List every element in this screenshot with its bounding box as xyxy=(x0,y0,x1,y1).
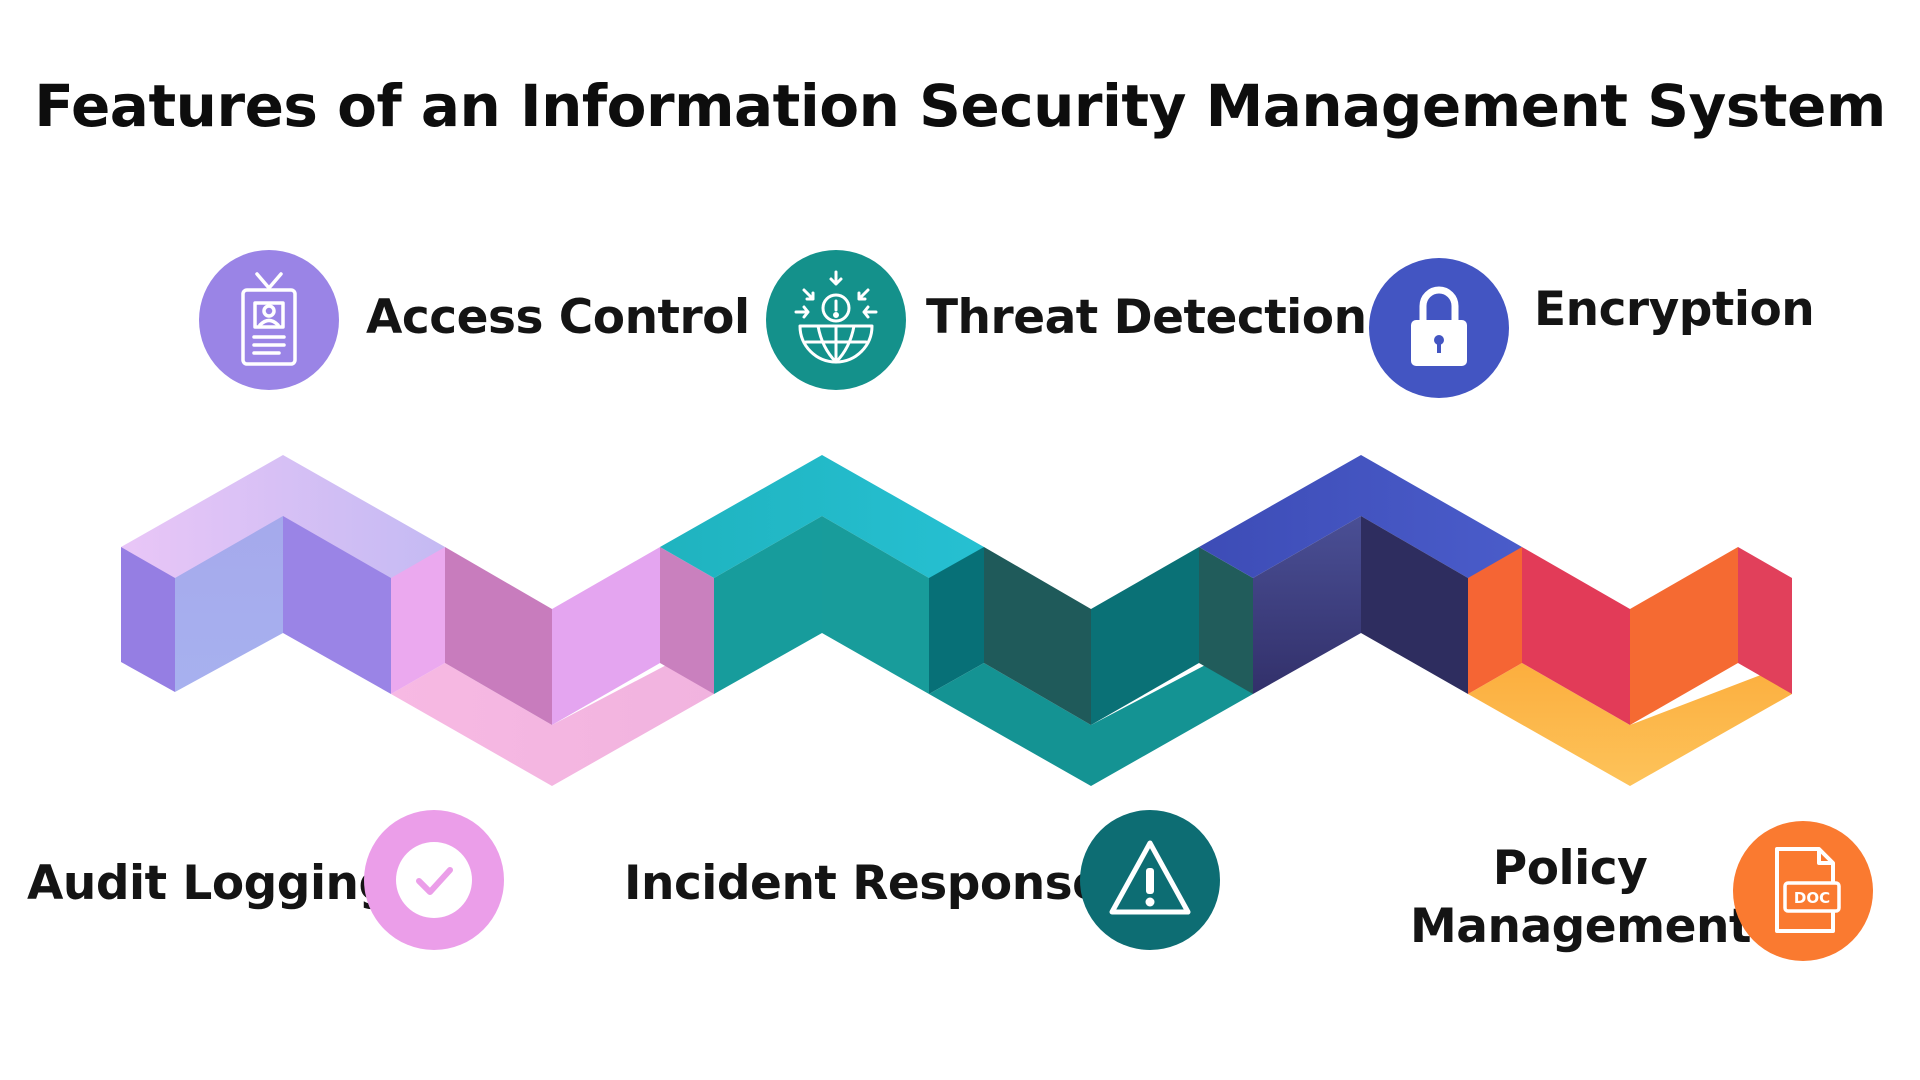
page-title: Features of an Information Security Mana… xyxy=(34,72,1886,140)
segment-4-bottom xyxy=(929,640,1253,786)
threat-detection-label: Threat Detection xyxy=(926,290,1367,345)
incident-response-label: Incident Response xyxy=(624,856,1104,911)
segment-2-right xyxy=(552,547,660,725)
audit-logging-icon xyxy=(364,810,504,950)
policy-management-label-line2: Management xyxy=(1410,899,1751,954)
segment-6-right xyxy=(1630,547,1738,725)
policy-management-label-line1: Policy xyxy=(1492,841,1648,896)
segment-3-top xyxy=(660,455,984,640)
access-control-label: Access Control xyxy=(366,290,750,345)
segment-2-right-edge xyxy=(660,547,714,694)
segment-5-front xyxy=(1253,516,1361,694)
audit-logging-label: Audit Logging xyxy=(27,856,392,911)
segment-5-right xyxy=(1361,516,1468,694)
segment-2-left-edge xyxy=(391,547,445,694)
segment-6-left xyxy=(1522,547,1630,725)
segment-1-left-side xyxy=(121,547,175,692)
segment-4-left xyxy=(984,547,1091,725)
segment-3-right xyxy=(822,516,929,694)
segment-6-end xyxy=(1738,547,1792,694)
segment-4-right xyxy=(1091,547,1199,725)
segment-2-bottom xyxy=(391,640,714,786)
segment-3-front xyxy=(714,516,822,694)
segment-6-left-edge xyxy=(1468,547,1522,694)
segment-2-left xyxy=(445,547,552,725)
policy-management-label: Policy Management xyxy=(1410,840,1751,956)
access-control-icon xyxy=(199,250,339,390)
segment-1-right xyxy=(283,516,391,694)
segment-4-right-edge xyxy=(1199,547,1253,694)
segment-6-bottom xyxy=(1468,663,1792,786)
policy-management-icon: DOC xyxy=(1733,821,1873,961)
incident-response-icon xyxy=(1080,810,1220,950)
segment-3-right-edge xyxy=(929,547,984,694)
segment-1-front xyxy=(175,516,283,692)
encryption-label: Encryption xyxy=(1534,282,1815,337)
svg-text:DOC: DOC xyxy=(1794,889,1830,907)
threat-detection-icon xyxy=(766,250,906,390)
encryption-icon xyxy=(1369,258,1509,398)
